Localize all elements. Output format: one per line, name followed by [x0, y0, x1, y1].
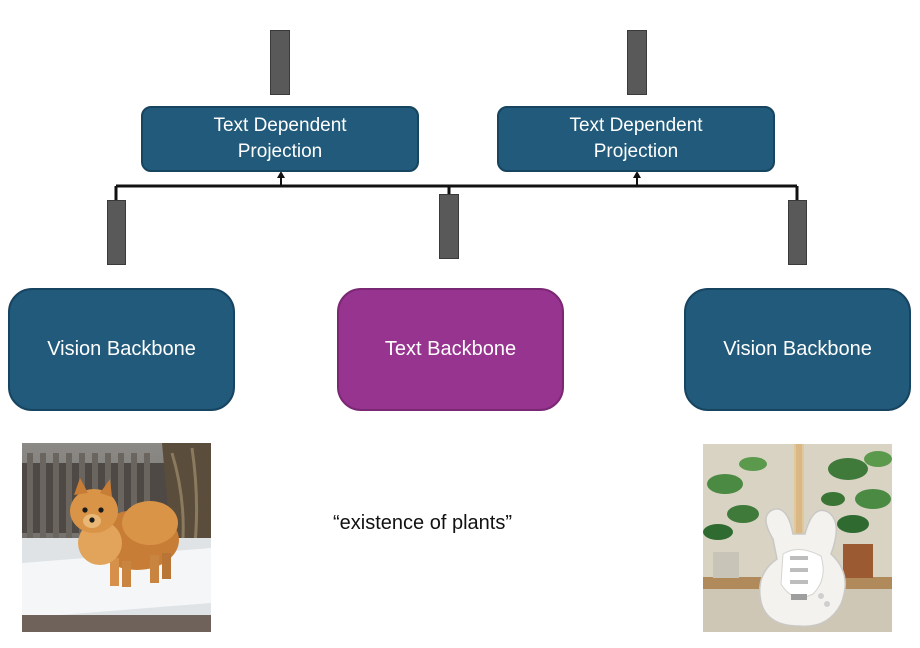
guitar-photo [703, 444, 892, 632]
vision-backbone-right-label: Vision Backbone [723, 338, 872, 360]
text-backbone-label: Text Backbone [384, 338, 517, 360]
projection-right-label-line1: Text Dependent [569, 115, 703, 137]
arrowhead-left-projection [277, 171, 285, 178]
vision-backbone-left-label: Vision Backbone [47, 338, 196, 360]
projection-left-label-line2: Projection [237, 141, 323, 162]
text-token-center [439, 194, 459, 259]
arrowhead-right-projection [633, 171, 641, 178]
plants [703, 451, 892, 540]
output-token-right [627, 30, 647, 95]
text-dependent-projection-right: Text Dependent Projection [497, 106, 775, 172]
vision-token-right [788, 200, 807, 265]
dog-photo [22, 443, 211, 632]
vision-token-left [107, 200, 126, 265]
projection-right-label-line2: Projection [593, 141, 679, 162]
vision-backbone-right: Vision Backbone [684, 288, 911, 411]
text-dependent-projection-left: Text Dependent Projection [141, 106, 419, 172]
output-token-left [270, 30, 290, 95]
projection-left-label-line1: Text Dependent [213, 115, 347, 137]
text-backbone: Text Backbone [337, 288, 564, 411]
vision-backbone-left: Vision Backbone [8, 288, 235, 411]
query-text: “existence of plants” [333, 512, 512, 534]
